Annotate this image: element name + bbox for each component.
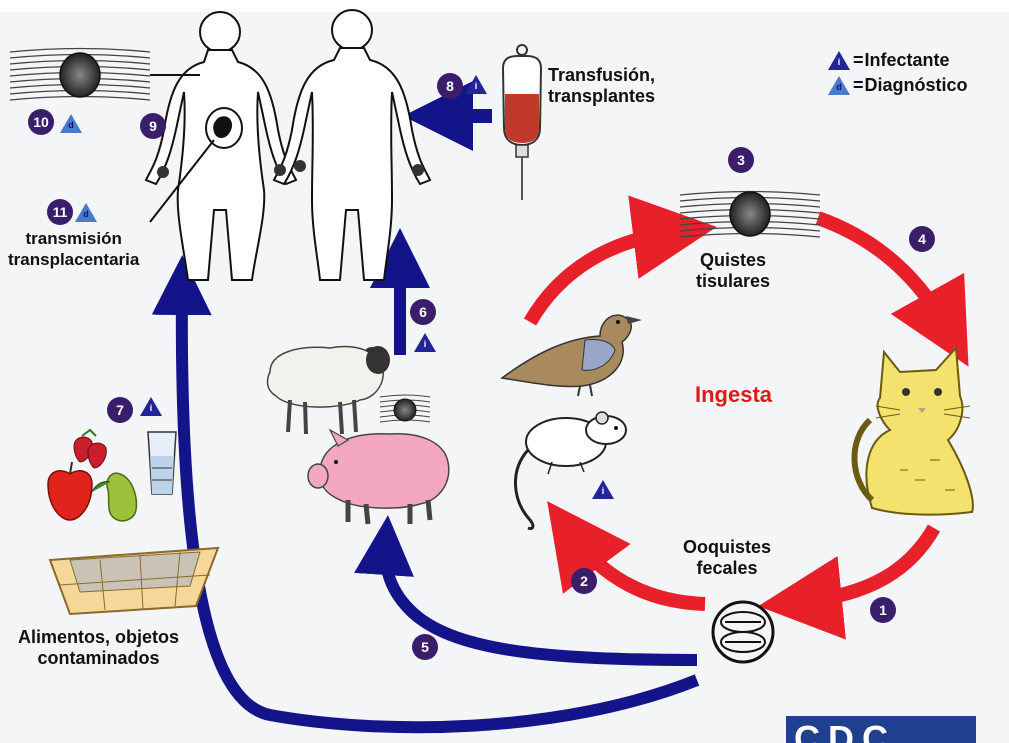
infective-marker-icon: i	[465, 75, 487, 94]
infective-marker-icon: i	[140, 397, 162, 416]
stage-badge-1: 1	[870, 597, 896, 623]
contaminated-food-label: Alimentos, objetos contaminados	[18, 627, 179, 669]
legend-diagnostic-label: Diagnóstico	[865, 75, 968, 96]
cdc-logo: CDC	[786, 716, 976, 743]
tissue-cyst-icon	[10, 49, 150, 101]
transplacental-label: transmisión transplacentaria	[8, 228, 139, 270]
stage-badge-2: 2	[571, 568, 597, 594]
diagnostic-marker-icon: d	[75, 203, 97, 222]
infective-marker-icon: i	[592, 480, 614, 499]
legend-infective-label: Infectante	[865, 50, 950, 71]
fecal-oocysts-label: Ooquistes fecales	[683, 537, 771, 579]
stage-badge-7: 7	[107, 397, 133, 423]
legend-infective: i=Infectante	[828, 50, 968, 75]
legend: i=Infectante d=Diagnóstico	[828, 50, 968, 100]
stage-badge-4: 4	[909, 226, 935, 252]
legend-diagnostic: d=Diagnóstico	[828, 75, 968, 100]
hand-cyst-icon	[412, 164, 424, 176]
stage-badge-9: 9	[140, 113, 166, 139]
legend-equals: =	[853, 50, 864, 71]
litter-box-icon	[50, 548, 218, 614]
water-glass-icon	[148, 432, 176, 494]
infective-marker-icon: i	[414, 333, 436, 352]
hand-cyst-icon	[294, 160, 306, 172]
stage-badge-8: 8	[437, 73, 463, 99]
tissue-cysts-label: Quistes tisulares	[696, 250, 770, 292]
transfusion-label: Transfusión, transplantes	[548, 65, 655, 107]
hand-cyst-icon	[274, 164, 286, 176]
diagnostic-marker-icon: d	[60, 114, 82, 133]
ingestion-label: Ingesta	[695, 382, 772, 408]
stage-badge-10: 10	[28, 109, 54, 135]
stage-badge-5: 5	[412, 634, 438, 660]
stage-badge-3: 3	[728, 147, 754, 173]
stage-badge-11: 11	[47, 199, 73, 225]
oocyst-icon	[713, 602, 773, 662]
stage-badge-6: 6	[410, 299, 436, 325]
diagnostic-marker-icon: d	[828, 76, 850, 95]
hand-cyst-icon	[157, 166, 169, 178]
legend-equals: =	[853, 75, 864, 96]
infective-marker-icon: i	[828, 51, 850, 70]
